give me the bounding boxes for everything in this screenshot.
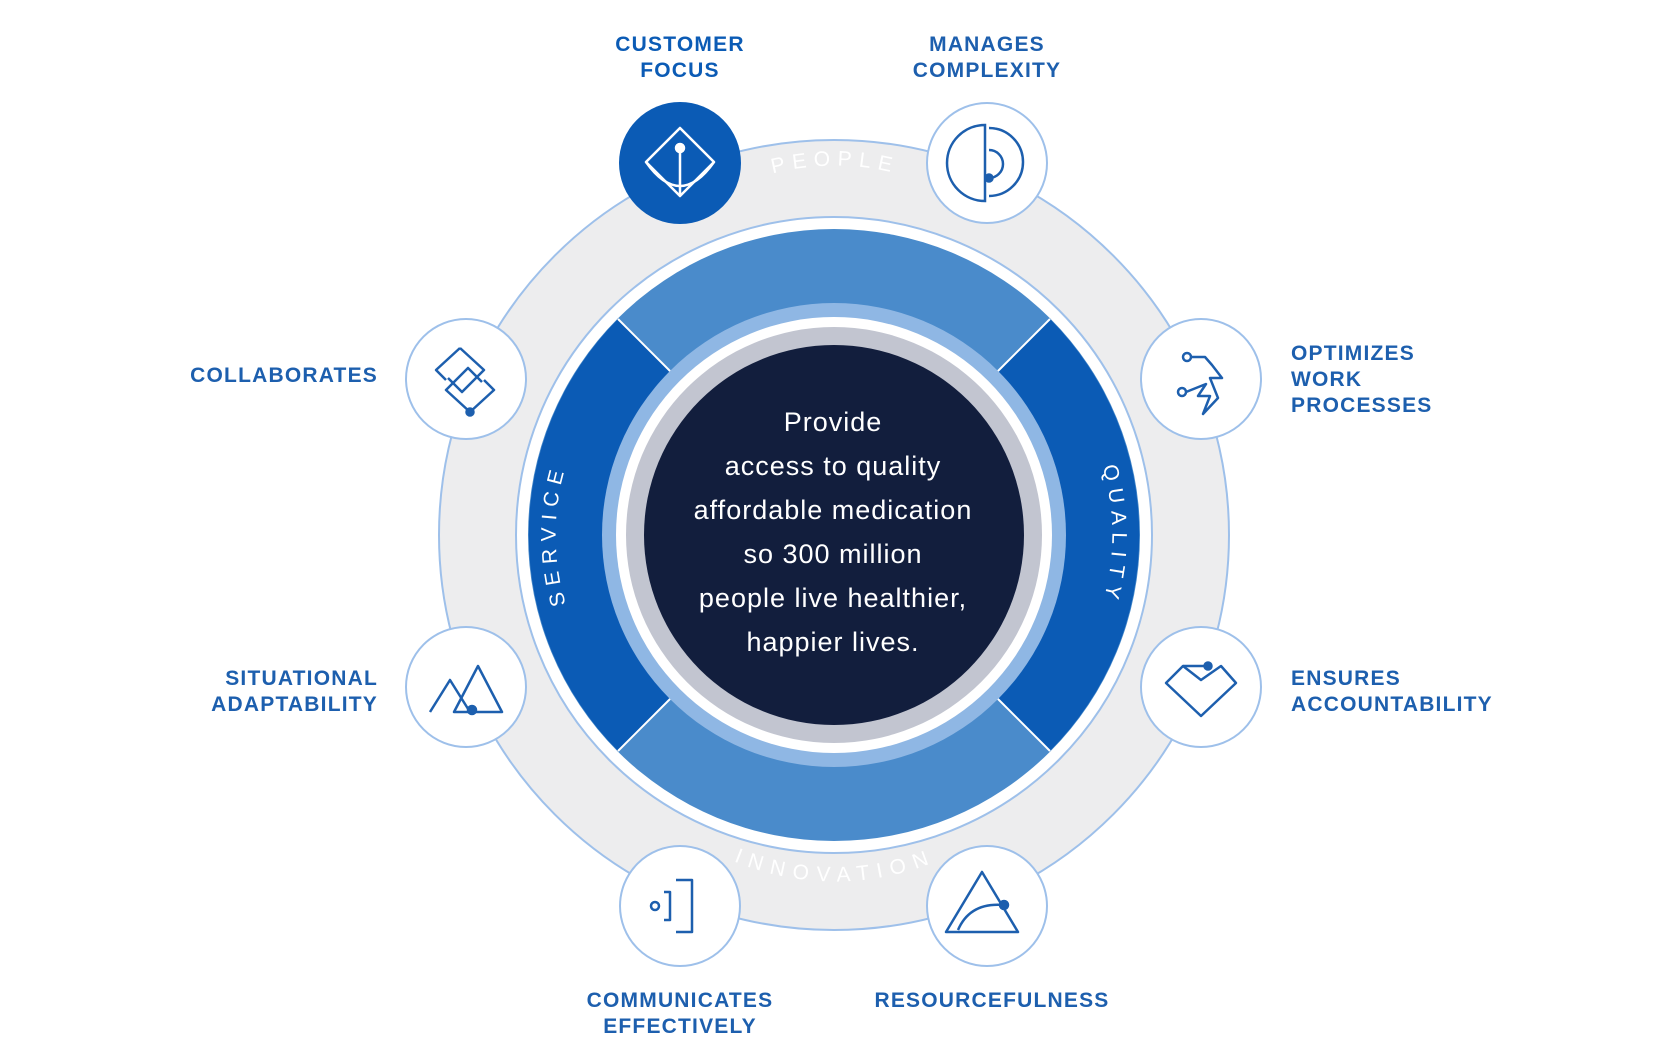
competency-ensures-accountability-node[interactable] (1140, 626, 1262, 748)
mission-core (644, 345, 1024, 725)
competency-customer-focus-node[interactable] (619, 102, 741, 224)
label-communicates-effectively[interactable]: COMMUNICATES EFFECTIVELY (586, 989, 774, 1038)
mission-statement: Provide access to quality affordable med… (670, 400, 996, 664)
label-situational-adaptability[interactable]: SITUATIONAL ADAPTABILITY (211, 667, 378, 716)
mission-line: so 300 million (743, 539, 923, 569)
lightning-path-icon (1176, 351, 1224, 416)
mountains-icon (428, 664, 504, 716)
split-circle-icon (945, 123, 1025, 203)
mission-line: affordable medication (693, 495, 973, 525)
triangle-arc-icon (944, 870, 1020, 934)
label-optimizes-work-processes[interactable]: OPTIMIZES WORK PROCESSES (1291, 342, 1433, 417)
heart-diamond-icon (1164, 661, 1238, 718)
diamond-pin-icon (644, 126, 716, 198)
mission-line: access to quality (724, 451, 942, 481)
signal-bracket-icon (649, 878, 694, 934)
mission-line: Provide (783, 407, 883, 437)
label-customer-focus[interactable]: CUSTOMER FOCUS (615, 33, 745, 82)
label-collaborates[interactable]: COLLABORATES (190, 364, 378, 387)
competency-situational-adaptability-node[interactable] (405, 626, 527, 748)
band-separators (617, 318, 1051, 752)
competency-communicates-effectively-node[interactable] (619, 845, 741, 967)
mission-line: happier lives. (746, 627, 920, 657)
competency-optimizes-work-processes-node[interactable] (1140, 318, 1262, 440)
label-manages-complexity[interactable]: MANAGES COMPLEXITY (912, 33, 1062, 82)
label-resourcefulness[interactable]: RESOURCEFULNESS (874, 989, 1110, 1012)
linked-diamonds-icon (434, 347, 496, 417)
label-ensures-accountability[interactable]: ENSURES ACCOUNTABILITY (1291, 667, 1493, 716)
competency-collaborates-node[interactable] (405, 318, 527, 440)
competency-resourcefulness-node[interactable] (926, 845, 1048, 967)
mission-line: people live healthier, (698, 583, 968, 613)
competency-manages-complexity-node[interactable] (926, 102, 1048, 224)
